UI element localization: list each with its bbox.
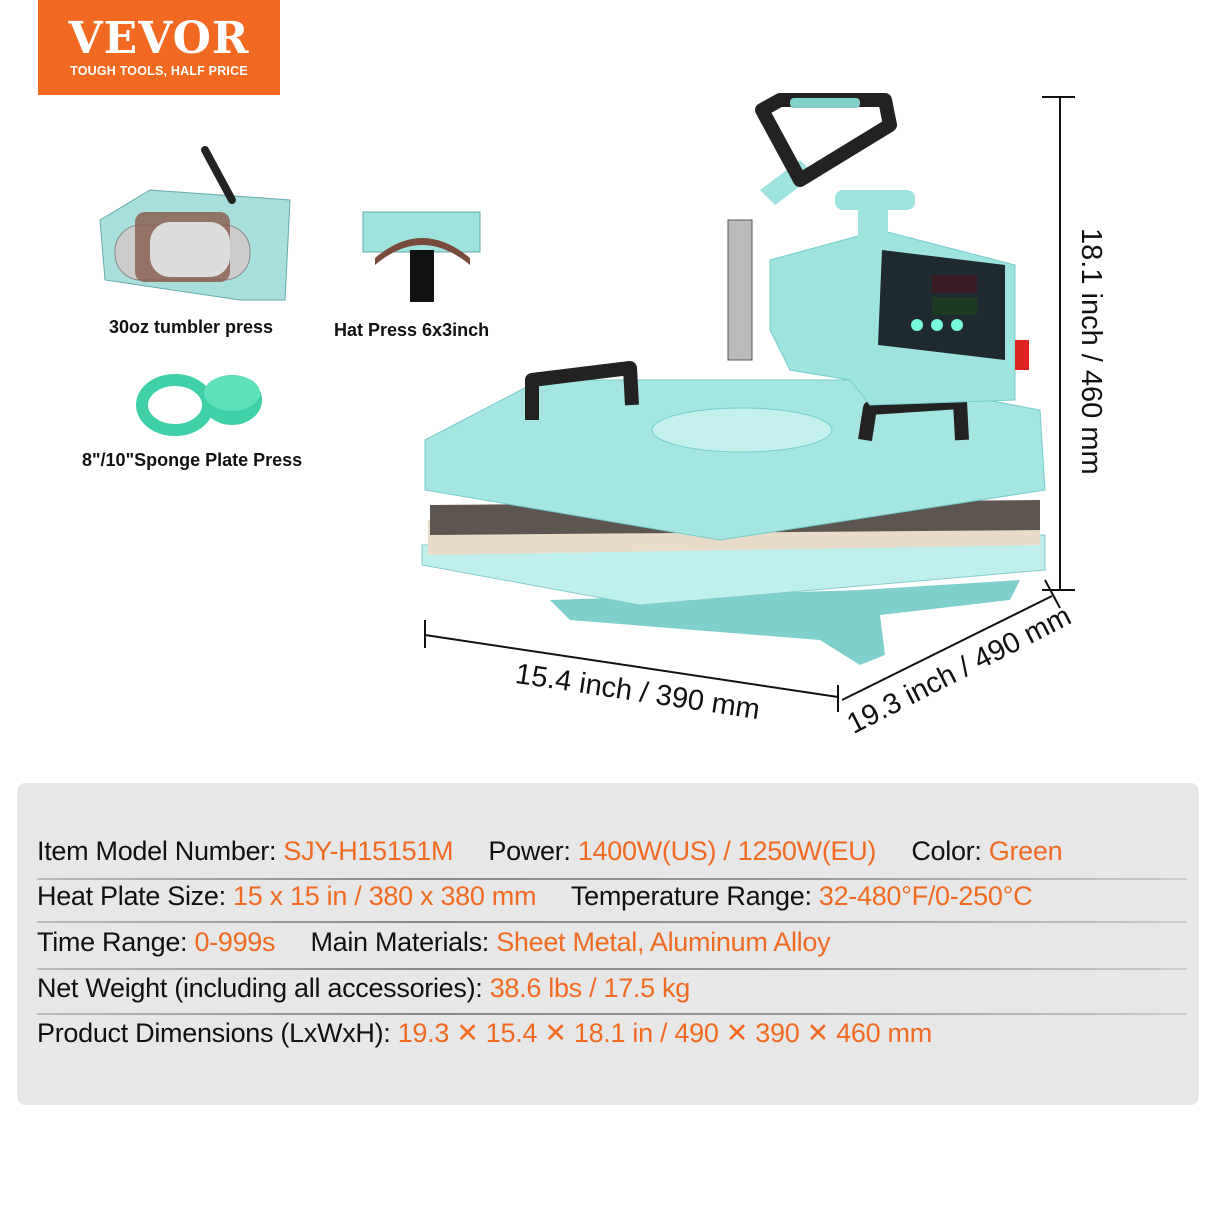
power-value: 1400W(US) / 1250W(EU) [577, 836, 877, 866]
accessory-label-hat: Hat Press 6x3inch [334, 320, 490, 340]
logo-brand: VEVOR [68, 13, 250, 64]
time-label: Time Range: [37, 927, 188, 957]
product-illustration [99, 93, 1075, 712]
temp-label: Temperature Range: [570, 881, 812, 911]
materials-value: Sheet Metal, Aluminum Alloy [496, 927, 831, 957]
temp-value: 32-480°F/0-250°C [818, 881, 1033, 911]
plate-value: 15 x 15 in / 380 x 380 mm [233, 881, 537, 911]
plate-label: Heat Plate Size: [37, 881, 226, 911]
heat-press-image [421, 93, 1046, 665]
color-value: Green [988, 836, 1063, 866]
model-label: Item Model Number: [37, 836, 277, 866]
divider [37, 1013, 1187, 1015]
logo-tagline: TOUGH TOOLS, HALF PRICE [70, 64, 248, 78]
divider [37, 968, 1187, 970]
sponge-plate-image [136, 374, 262, 436]
height-dimension-label: 18.1 inch / 460 mm [1075, 228, 1107, 475]
color-label: Color: [911, 836, 982, 866]
dims-label: Product Dimensions (LxWxH): [37, 1018, 391, 1048]
time-value: 0-999s [194, 927, 276, 957]
divider [37, 921, 1187, 923]
weight-label: Net Weight (including all accessories): [37, 973, 483, 1003]
spec-row-5: Product Dimensions (LxWxH): 19.3 ✕ 15.4 … [37, 1018, 932, 1049]
power-label: Power: [488, 836, 571, 866]
spec-row-4: Net Weight (including all accessories): … [37, 973, 690, 1004]
weight-value: 38.6 lbs / 17.5 kg [489, 973, 691, 1003]
tumbler-press-image [99, 146, 291, 301]
spec-row-2: Heat Plate Size: 15 x 15 in / 380 x 380 … [37, 881, 1033, 912]
spec-row-1: Item Model Number: SJY-H15151M Power: 14… [37, 836, 1063, 867]
specs-panel: Item Model Number: SJY-H15151M Power: 14… [17, 783, 1199, 1105]
accessory-label-tumbler: 30oz tumbler press [109, 317, 274, 337]
hat-press-image [362, 211, 481, 302]
vevor-logo: VEVOR TOUGH TOOLS, HALF PRICE [38, 0, 280, 95]
divider [37, 878, 1187, 880]
spec-row-3: Time Range: 0-999s Main Materials: Sheet… [37, 927, 831, 958]
materials-label: Main Materials: [310, 927, 489, 957]
accessory-label-sponge: 8"/10"Sponge Plate Press [82, 450, 303, 470]
model-value: SJY-H15151M [283, 836, 454, 866]
dims-value: 19.3 ✕ 15.4 ✕ 18.1 in / 490 ✕ 390 ✕ 460 … [397, 1018, 933, 1048]
dimension-lines [424, 96, 1075, 712]
